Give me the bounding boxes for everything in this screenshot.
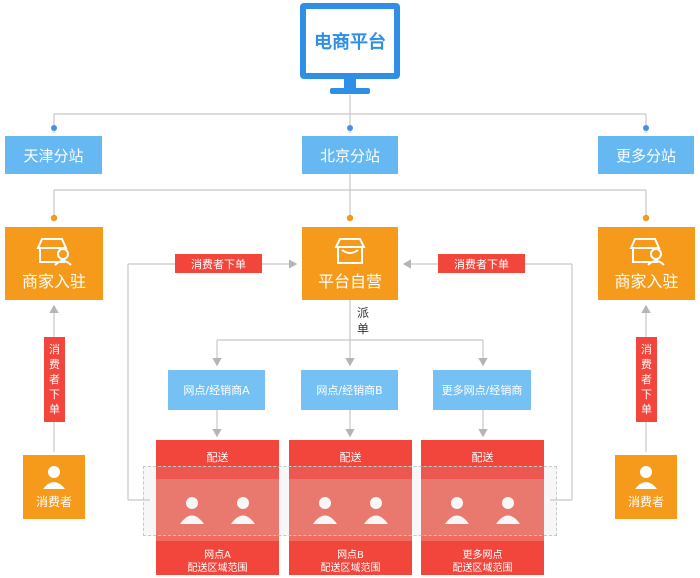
dispatch-label-text: 派单 <box>356 306 369 336</box>
vertical-order-tag-right: 消 费 者 下 单 <box>636 337 657 422</box>
vertical-order-char: 者 <box>641 373 652 386</box>
delivery-area-more: 配送 更多网点 配送区域范围 <box>421 440 544 575</box>
delivery-area-name: 网点A <box>204 550 231 561</box>
delivery-header: 配送 <box>471 451 494 464</box>
vertical-order-tag-left: 消 费 者 下 单 <box>44 337 65 422</box>
dispatch-label: 派单 <box>353 305 373 337</box>
person-icon <box>496 497 520 524</box>
delivery-zone <box>156 479 279 541</box>
hub-label: 商家入驻 <box>614 271 679 291</box>
delivery-area-sub: 配送区域范围 <box>187 563 248 574</box>
vertical-order-char: 费 <box>49 358 60 371</box>
delivery-zone <box>421 479 544 541</box>
user-icon <box>635 466 657 489</box>
platform-title: 电商平台 <box>314 32 386 53</box>
vertical-order-char: 者 <box>49 373 60 386</box>
hub-label: 平台自营 <box>317 271 382 291</box>
outlet-more: 更多网点/经销商 <box>433 370 531 410</box>
shop-person-icon <box>36 237 72 266</box>
person-icon <box>231 497 255 524</box>
vertical-order-char: 消 <box>49 343 60 356</box>
person-icon <box>445 497 469 524</box>
vertical-order-char: 下 <box>641 388 652 401</box>
delivery-area-sub: 配送区域范围 <box>452 563 513 574</box>
person-icon <box>180 497 204 524</box>
hub-merchant-right: 商家入驻 <box>598 227 695 300</box>
hub-merchant-left: 商家入驻 <box>5 227 103 300</box>
shop-person-icon <box>628 237 665 266</box>
delivery-zone <box>289 479 412 541</box>
delivery-area-name: 更多网点 <box>462 550 503 561</box>
vertical-order-char: 下 <box>49 388 60 401</box>
order-tag-right: 消费者下单 <box>438 254 525 273</box>
vertical-order-char: 单 <box>641 403 652 416</box>
consumer-right: 消费者 <box>615 455 677 519</box>
delivery-area-name: 网点B <box>337 550 364 561</box>
outlet-a: 网点/经销商A <box>168 370 265 410</box>
station-tianjin: 天津分站 <box>5 136 102 174</box>
delivery-area-sub: 配送区域范围 <box>320 563 381 574</box>
vertical-order-char: 费 <box>641 358 652 371</box>
person-icon <box>364 497 388 524</box>
consumer-label: 消费者 <box>627 495 664 509</box>
delivery-area-a: 配送 网点A 配送区域范围 <box>156 440 279 575</box>
consumer-label: 消费者 <box>35 495 72 509</box>
delivery-area-b: 配送 网点B 配送区域范围 <box>289 440 412 575</box>
delivery-header: 配送 <box>206 451 229 464</box>
station-beijing: 北京分站 <box>302 136 398 174</box>
station-more: 更多分站 <box>598 136 694 174</box>
hub-label: 商家入驻 <box>21 271 86 291</box>
person-icon <box>313 497 337 524</box>
vertical-order-char: 消 <box>641 343 652 356</box>
vertical-order-char: 单 <box>49 403 60 416</box>
order-tag-left: 消费者下单 <box>175 254 262 273</box>
hub-self-operated: 平台自营 <box>302 227 398 300</box>
outlet-b: 网点/经销商B <box>301 370 398 410</box>
user-icon <box>43 466 65 489</box>
shop-icon <box>334 237 366 264</box>
consumer-left: 消费者 <box>23 455 85 519</box>
delivery-header: 配送 <box>339 451 362 464</box>
monitor-icon <box>300 3 400 94</box>
